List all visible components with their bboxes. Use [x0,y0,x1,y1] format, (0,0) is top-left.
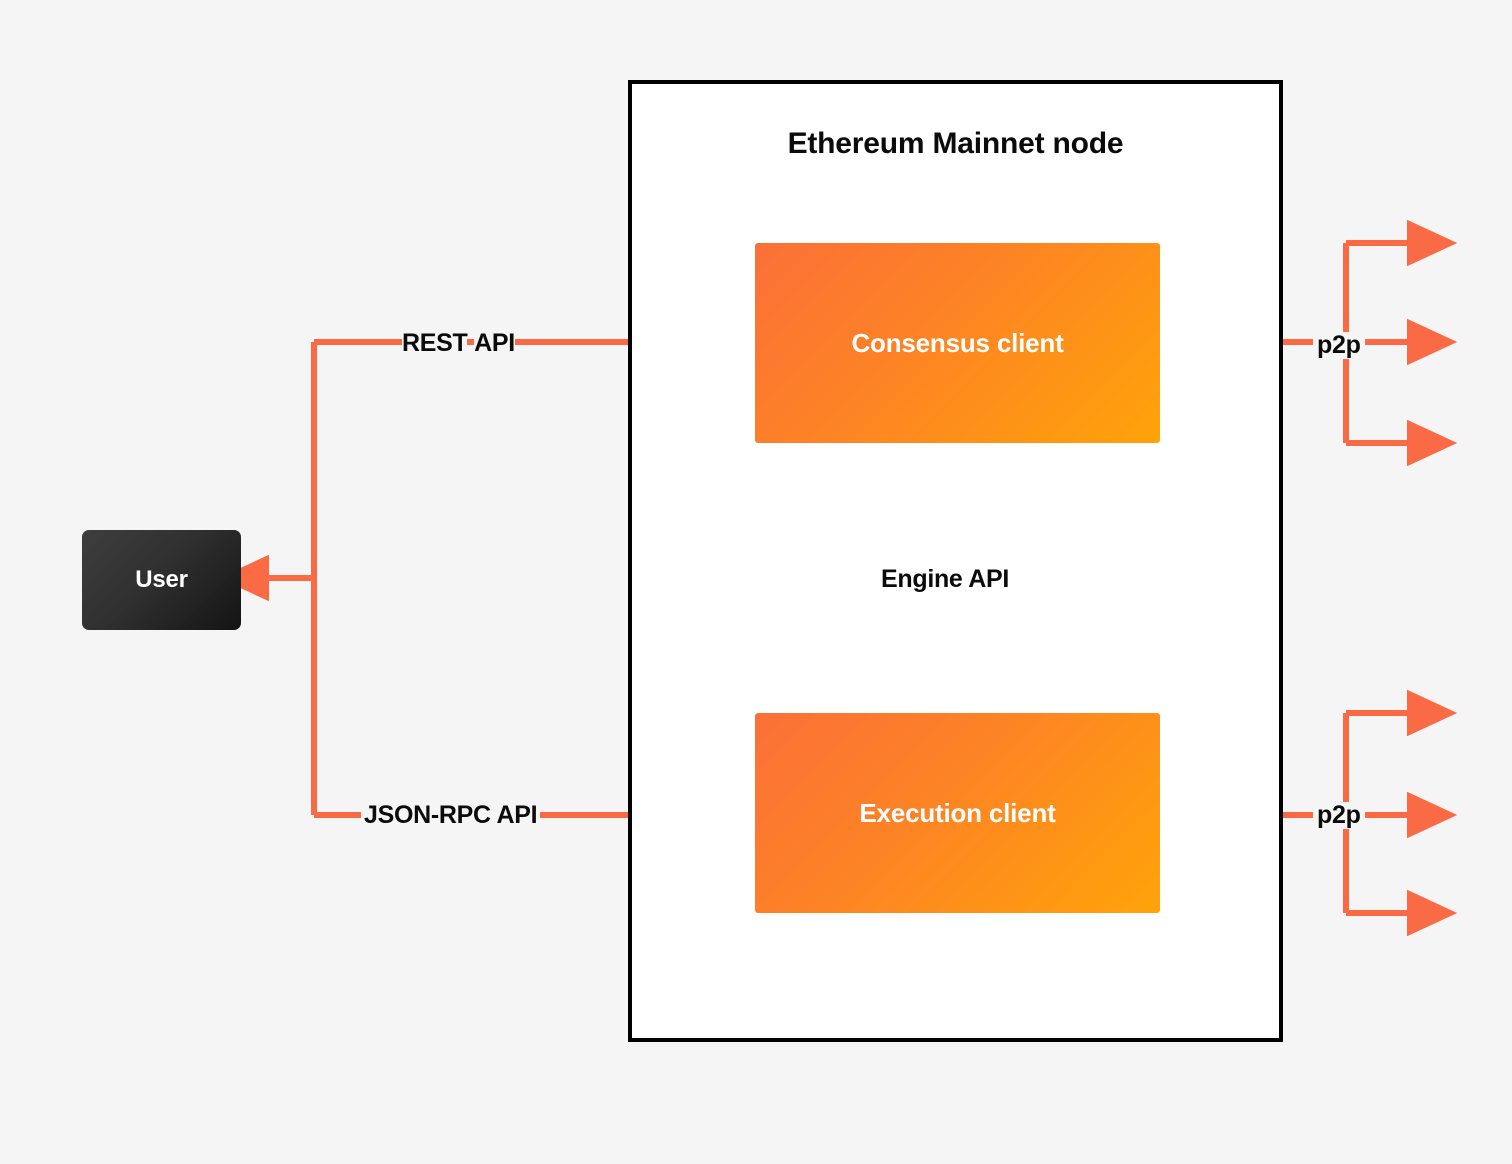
consensus-client-box[interactable]: Consensus client [755,243,1160,443]
p2p-consensus-label: p2p [1313,332,1365,359]
user-label: User [135,566,188,593]
engine-api-label: Engine API [877,565,1014,594]
rest-api-label: REST API [400,328,517,358]
execution-client-label: Execution client [859,797,1056,828]
rest-api-label-part1: REST [402,328,468,358]
rest-api-label-part2: API [474,328,515,358]
user-box[interactable]: User [82,530,241,630]
node-title: Ethereum Mainnet node [787,127,1124,160]
consensus-client-label: Consensus client [851,327,1064,358]
json-rpc-api-label: JSON-RPC API [361,802,541,829]
p2p-execution-label: p2p [1313,802,1365,829]
execution-client-box[interactable]: Execution client [755,713,1160,913]
